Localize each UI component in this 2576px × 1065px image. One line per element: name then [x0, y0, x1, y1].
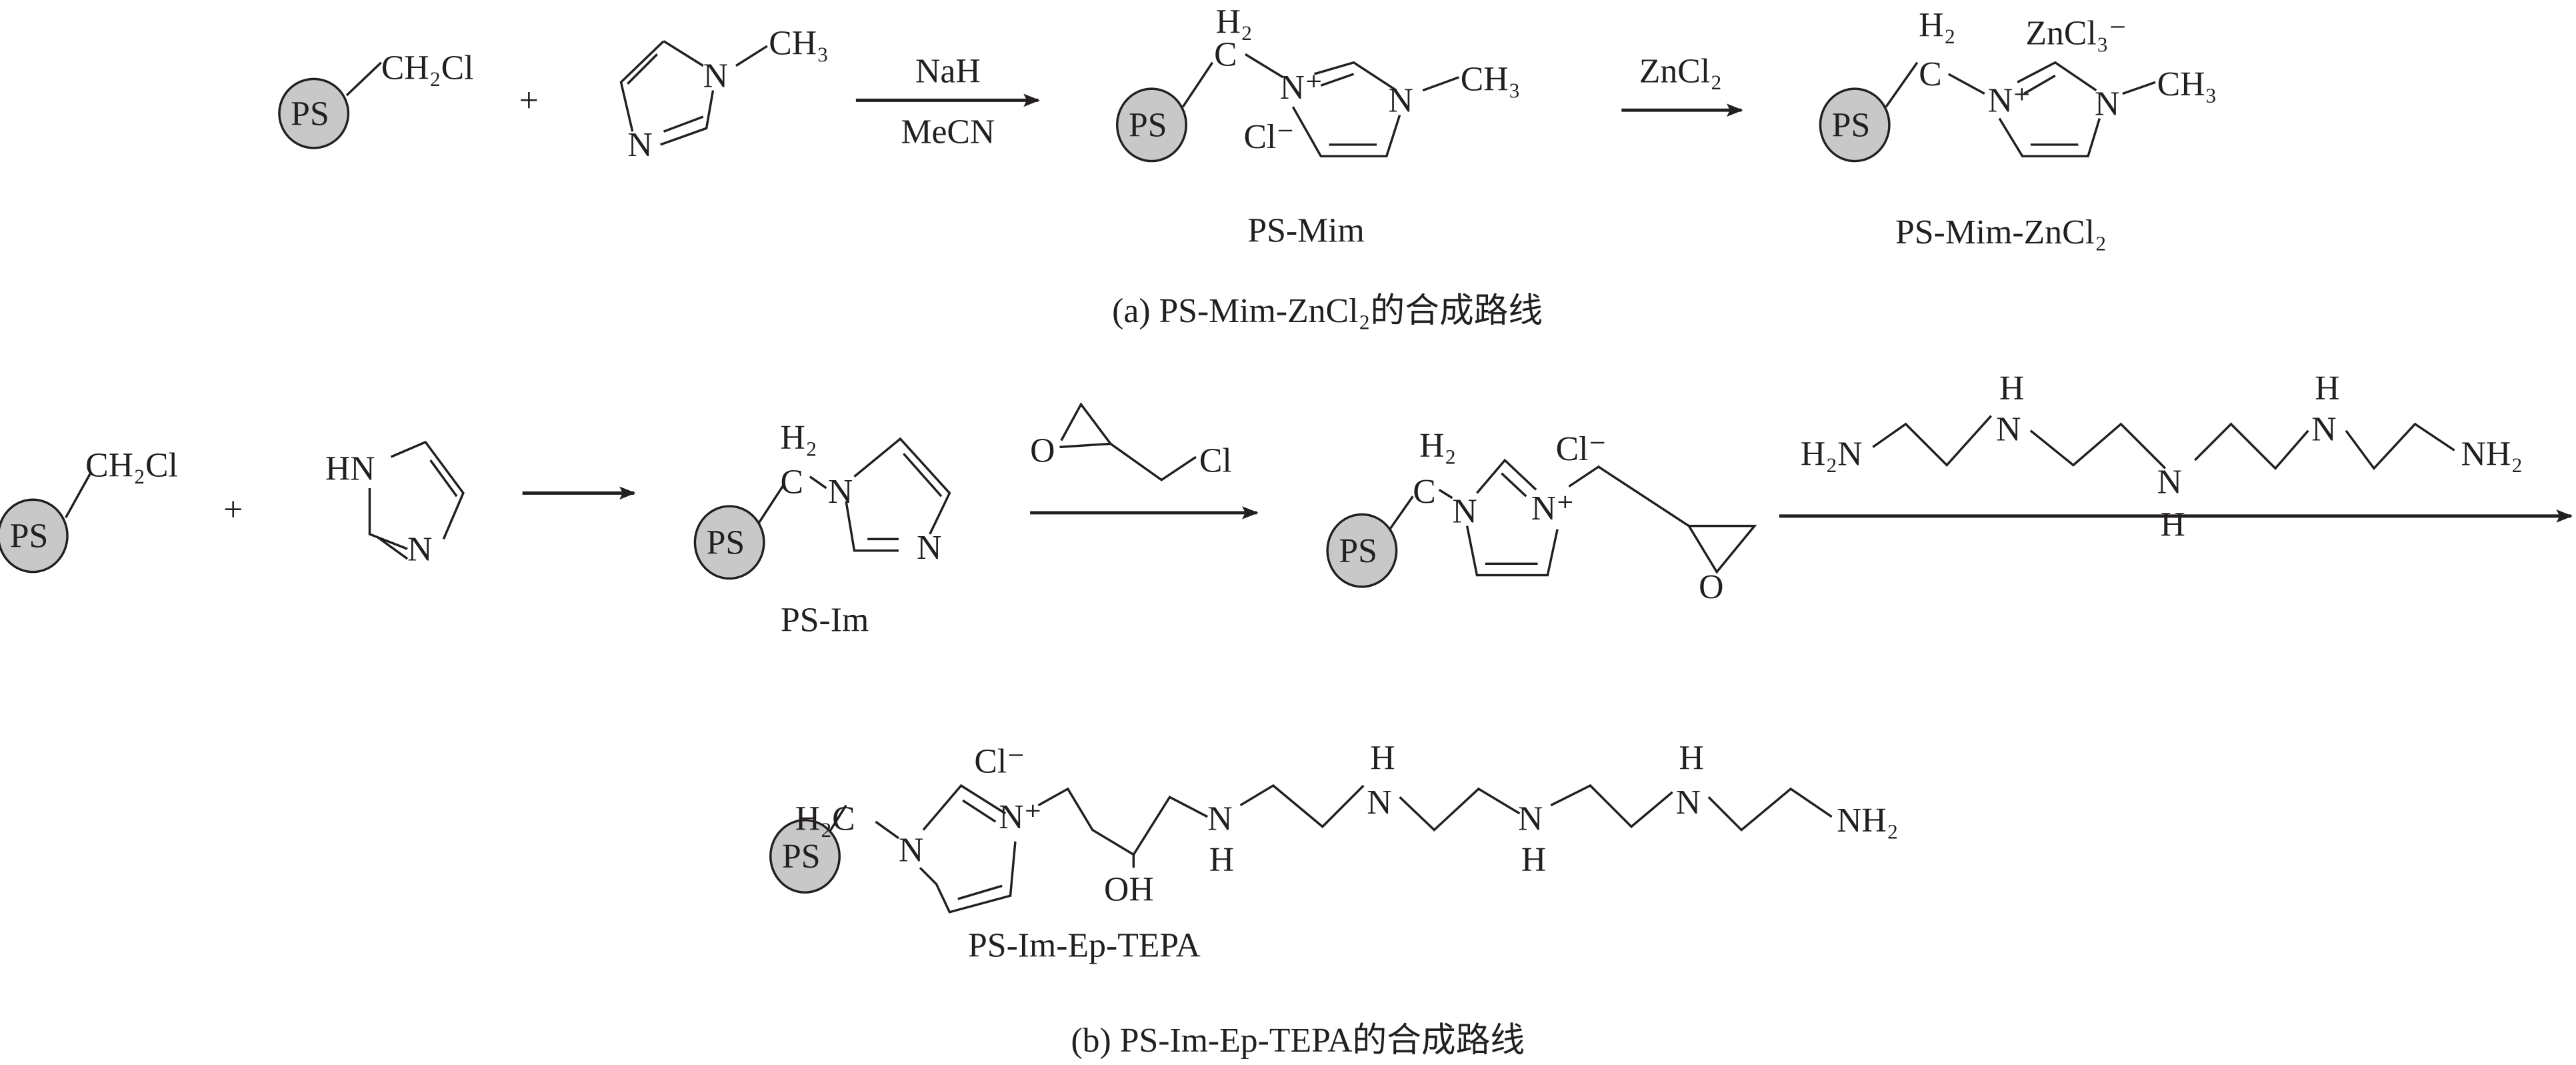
- tepa-n-bottom: N: [2157, 463, 2182, 501]
- ring-n: N: [407, 530, 432, 568]
- ring-n: N: [1452, 493, 1477, 531]
- tepa-nh2: NH₂: [2461, 435, 2523, 473]
- imidazole-reactant: HN N: [325, 440, 465, 568]
- ring-n: N: [1388, 82, 1413, 120]
- methylene-h2: H₂: [1419, 427, 1456, 465]
- bead-label: PS: [1129, 107, 1167, 145]
- ring-n3: N: [627, 126, 652, 164]
- tepa-h-top1: H: [1999, 369, 2024, 407]
- polystyrene-bead: [1326, 513, 1398, 588]
- tepa-h-top2: H: [2315, 369, 2339, 407]
- solvent-mecn: MeCN: [901, 113, 995, 151]
- tepa-n-top2: N: [2311, 411, 2336, 449]
- ring-n: N: [2095, 85, 2119, 123]
- caption-a: (a) PS-Mim-ZnCl₂的合成路线: [1112, 292, 1543, 330]
- n-plus: N⁺: [1988, 82, 2031, 120]
- bead-label: PS: [1339, 532, 1377, 570]
- polystyrene-bead: [0, 498, 69, 574]
- amine-n-d: N: [1676, 784, 1701, 822]
- ps-im-ep-intermediate: PS C H₂ N N⁺ Cl⁻ O: [1326, 427, 1757, 606]
- reaction-arrow-3: H₂N N H N H N H NH₂: [1779, 369, 2573, 544]
- caption-b: (b) PS-Im-Ep-TEPA的合成路线: [1071, 1022, 1525, 1060]
- methylene-c: C: [781, 463, 804, 501]
- amine-n-a: N: [1207, 800, 1232, 838]
- plus-sign: +: [223, 491, 243, 529]
- ring-n1: N: [828, 473, 853, 511]
- methyl-group: CH₃: [2157, 65, 2217, 103]
- chloride-anion: Cl⁻: [1556, 430, 1607, 468]
- plus-sign: +: [519, 82, 539, 120]
- bead-label: PS: [1832, 107, 1871, 145]
- methylene-h2c: H₂C: [795, 800, 855, 838]
- ps-im-ep-tepa-product: PS H₂C N N⁺ Cl⁻ OH N H N H N H N H: [769, 739, 1899, 964]
- product-label-ps-mim-zncl2: PS-Mim-ZnCl₂: [1895, 213, 2107, 251]
- chloride-anion: Cl⁻: [974, 742, 1025, 780]
- bead-label: PS: [707, 524, 745, 562]
- scheme-a: PS CH₂Cl + N N CH₃ NaH MeCN PS C: [278, 3, 2217, 330]
- amine-h-b: H: [1370, 739, 1395, 777]
- amine-h-c: H: [1521, 841, 1546, 879]
- amine-h-a: H: [1209, 841, 1234, 879]
- amine-h-d: H: [1679, 739, 1704, 777]
- polystyrene-bead: [278, 77, 350, 149]
- methylene-h2: H₂: [781, 419, 817, 457]
- n-plus: N⁺: [1280, 69, 1323, 107]
- n-plus: N⁺: [1531, 489, 1575, 527]
- reaction-arrow-2: O Cl: [1030, 402, 1259, 519]
- polystyrene-bead: [769, 819, 841, 894]
- ps-mim-product: PS C H₂ N⁺ N CH₃ Cl⁻ PS-Mim: [1115, 3, 1521, 249]
- terminal-nh2: NH₂: [1837, 802, 1899, 840]
- n-plus: N⁺: [999, 798, 1042, 836]
- product-label-ps-im-ep-tepa: PS-Im-Ep-TEPA: [968, 926, 1201, 964]
- tepa-h2n: H₂N: [1801, 435, 1863, 473]
- ps-im-intermediate: PS C H₂ N N PS-Im: [693, 419, 951, 639]
- hydroxyl-oh: OH: [1104, 871, 1154, 909]
- tepa-reagent: H₂N N H N H N H NH₂: [1801, 369, 2523, 544]
- polystyrene-bead: [693, 505, 765, 580]
- methylene-h2: H₂: [1919, 6, 1955, 44]
- methylimidazole-reactant: N N CH₃: [619, 24, 829, 164]
- epichlorohydrin-reagent: O Cl: [1030, 402, 1232, 481]
- polystyrene-bead: [1819, 87, 1891, 163]
- chlorine: Cl: [1199, 441, 1232, 479]
- reaction-arrow-1: NaH MeCN: [855, 52, 1040, 151]
- ring-n1: N: [703, 57, 728, 95]
- methylene-c: C: [1413, 473, 1436, 511]
- methylene-c: C: [1214, 36, 1237, 74]
- product-label-ps-mim: PS-Mim: [1247, 211, 1364, 249]
- ps-mim-zncl2-product: PS C H₂ N⁺ N CH₃ ZnCl₃⁻ PS-Mim-ZnCl₂: [1819, 6, 2217, 251]
- epoxide-o: O: [1030, 432, 1055, 470]
- tepa-n-top1: N: [1996, 411, 2021, 449]
- methyl-group: CH₃: [769, 24, 829, 62]
- ps-ch2cl-reactant: PS CH₂Cl: [0, 447, 178, 574]
- scheme-b: PS CH₂Cl + HN N PS C H₂ N N: [0, 369, 2573, 1060]
- methylene-c: C: [1919, 55, 1942, 93]
- bead-label: PS: [291, 95, 329, 133]
- reagent-zncl2: ZnCl₂: [1639, 52, 1722, 90]
- ring-n: N: [899, 831, 923, 869]
- tepa-h-bottom: H: [2161, 505, 2185, 544]
- trichlorozincate-anion: ZnCl₃⁻: [2025, 15, 2127, 53]
- chloride-anion: Cl⁻: [1243, 118, 1294, 156]
- hn-label: HN: [325, 450, 375, 488]
- chloromethyl-group: CH₂Cl: [381, 49, 474, 87]
- chloromethyl-group: CH₂Cl: [85, 447, 178, 485]
- product-label-ps-im: PS-Im: [781, 601, 869, 639]
- bead-label: PS: [782, 838, 821, 876]
- epoxide-o: O: [1699, 568, 1723, 606]
- reaction-arrow-2: ZnCl₂: [1621, 52, 1743, 117]
- reagent-nah: NaH: [915, 52, 981, 90]
- methyl-group: CH₃: [1461, 61, 1521, 99]
- polystyrene-bead: [1115, 87, 1187, 163]
- bead-label: PS: [10, 517, 49, 556]
- ring-n3: N: [917, 529, 941, 567]
- amine-n-c: N: [1518, 800, 1543, 838]
- methylene-h2: H₂: [1216, 3, 1253, 41]
- ps-ch2cl-reactant: PS CH₂Cl: [278, 49, 474, 149]
- amine-n-b: N: [1367, 784, 1391, 822]
